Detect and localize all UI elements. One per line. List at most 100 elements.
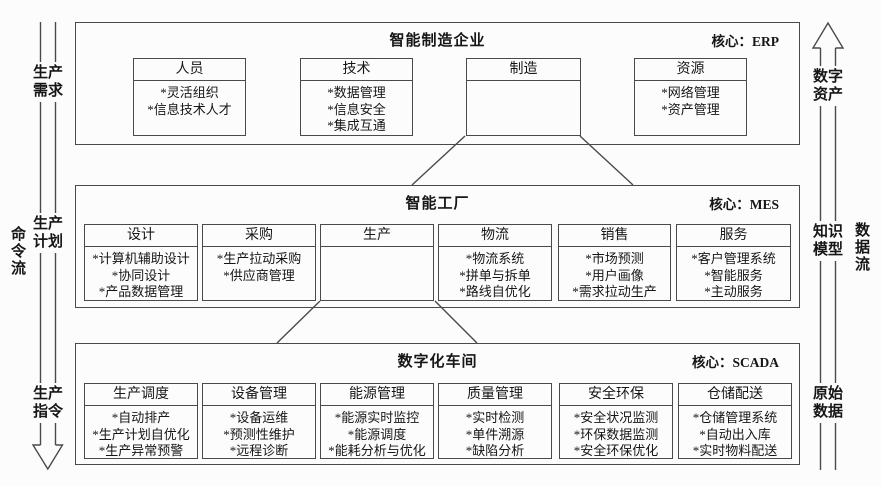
feature-item: *灵活组织 (160, 85, 219, 100)
feature-item: *拼单与拆单 (459, 267, 531, 283)
feature-item: *主动服务 (704, 284, 763, 299)
feature-item: *供应商管理 (223, 267, 295, 283)
feature-item: *自动排产 (111, 410, 171, 425)
tier-digital-workshop-title: 数字化车间 (397, 354, 478, 370)
flow-stage-production-demand: 生产需求 (30, 62, 66, 102)
feature-item: *数据管理 (327, 85, 386, 100)
feature-item: *能耗分析与优化 (328, 443, 426, 458)
box-service-items: *客户管理系统 *智能服务 *主动服务 (677, 247, 790, 301)
data-flow-label: 数据流 (853, 222, 869, 273)
box-logistics: 物流 *物流系统 *拼单与拆单 *路线自优化 (438, 224, 552, 301)
box-technology-items: *数据管理 *信息安全 *集成互通 (301, 81, 412, 135)
feature-item: *实时物料配送 (692, 443, 778, 458)
box-resources-title: 资源 (635, 59, 746, 81)
box-service-title: 服务 (677, 225, 790, 247)
box-design-items: *计算机辅助设计 *协同设计 *产品数据管理 (85, 247, 197, 301)
box-safety-environment: 安全环保 *安全状况监测 *环保数据监测 *安全环保优化 (559, 383, 673, 459)
flow-stage-knowledge-model: 知识模型 (810, 221, 846, 261)
tier-digital-workshop-core-label: 核心：SCADA (691, 355, 779, 370)
flow-stage-raw-data: 原始数据 (810, 383, 846, 423)
feature-item: *计算机辅助设计 (92, 251, 190, 266)
feature-item: *实时检测 (465, 410, 525, 425)
box-safety-environment-title: 安全环保 (560, 384, 672, 406)
box-procurement: 采购 *生产拉动采购 *供应商管理 (202, 224, 316, 301)
box-manufacturing-items (467, 81, 580, 85)
box-production-scheduling-title: 生产调度 (85, 384, 197, 406)
box-sales: 销售 *市场预测 *用户画像 *需求拉动生产 (558, 224, 671, 301)
box-manufacturing-title: 制造 (467, 59, 580, 81)
box-design: 设计 *计算机辅助设计 *协同设计 *产品数据管理 (84, 224, 198, 301)
box-personnel: 人员 *灵活组织 *信息技术人才 (133, 58, 246, 136)
box-technology-title: 技术 (301, 59, 412, 81)
box-quality-management: 质量管理 *实时检测 *单件溯源 *缺陷分析 (438, 383, 552, 459)
box-logistics-title: 物流 (439, 225, 551, 247)
box-quality-management-title: 质量管理 (439, 384, 551, 406)
feature-item: *环保数据监测 (573, 426, 659, 442)
feature-item: *能源调度 (347, 426, 407, 442)
box-resources-items: *网络管理 *资产管理 (635, 81, 746, 118)
feature-item: *客户管理系统 (691, 251, 776, 266)
feature-item: *安全环保优化 (573, 443, 659, 458)
flow-stage-production-order: 生产指令 (30, 383, 66, 423)
feature-item: *产品数据管理 (98, 284, 184, 299)
feature-item: *生产拉动采购 (216, 251, 302, 266)
box-production-scheduling: 生产调度 *自动排产 *生产计划自优化 *生产异常预警 (84, 383, 198, 459)
box-production-items (321, 247, 433, 251)
box-production-scheduling-items: *自动排产 *生产计划自优化 *生产异常预警 (85, 406, 197, 460)
box-service: 服务 *客户管理系统 *智能服务 *主动服务 (676, 224, 791, 301)
feature-item: *信息技术人才 (147, 101, 232, 117)
box-manufacturing: 制造 (466, 58, 581, 136)
feature-item: *集成互通 (327, 118, 386, 133)
tier-enterprise-title: 智能制造企业 (389, 33, 486, 49)
tier-enterprise-core-label: 核心：ERP (711, 34, 780, 49)
box-safety-environment-items: *安全状况监测 *环保数据监测 *安全环保优化 (560, 406, 672, 460)
feature-item: *资产管理 (661, 101, 720, 117)
box-logistics-items: *物流系统 *拼单与拆单 *路线自优化 (439, 247, 551, 301)
box-warehouse-distribution-title: 仓储配送 (679, 384, 791, 406)
feature-item: *远程诊断 (229, 443, 289, 458)
feature-item: *需求拉动生产 (572, 284, 657, 299)
box-production: 生产 (320, 224, 434, 301)
flow-stage-production-plan: 生产计划 (30, 213, 66, 253)
feature-item: *预测性维护 (223, 426, 295, 442)
feature-item: *信息安全 (327, 101, 386, 117)
feature-item: *智能服务 (704, 267, 763, 283)
box-warehouse-distribution-items: *仓储管理系统 *自动出入库 *实时物料配送 (679, 406, 791, 460)
box-equipment-management-title: 设备管理 (203, 384, 315, 406)
tier-smart-factory-core-label: 核心：MES (709, 197, 779, 212)
feature-item: *协同设计 (111, 267, 171, 283)
feature-item: *市场预测 (585, 251, 644, 266)
box-sales-items: *市场预测 *用户画像 *需求拉动生产 (559, 247, 670, 301)
box-design-title: 设计 (85, 225, 197, 247)
feature-item: *自动出入库 (699, 426, 771, 442)
feature-item: *单件溯源 (465, 426, 525, 442)
feature-item: *用户画像 (585, 267, 644, 283)
box-personnel-title: 人员 (134, 59, 245, 81)
box-equipment-management-items: *设备运维 *预测性维护 *远程诊断 (203, 406, 315, 460)
flow-stage-digital-assets: 数字资产 (810, 66, 846, 106)
feature-item: *能源实时监控 (334, 410, 420, 425)
command-flow-label: 命令流 (9, 226, 25, 277)
box-personnel-items: *灵活组织 *信息技术人才 (134, 81, 245, 118)
feature-item: *仓储管理系统 (692, 410, 778, 425)
box-equipment-management: 设备管理 *设备运维 *预测性维护 *远程诊断 (202, 383, 316, 459)
feature-item: *缺陷分析 (465, 443, 525, 458)
box-resources: 资源 *网络管理 *资产管理 (634, 58, 747, 136)
box-sales-title: 销售 (559, 225, 670, 247)
feature-item: *安全状况监测 (573, 410, 659, 425)
box-warehouse-distribution: 仓储配送 *仓储管理系统 *自动出入库 *实时物料配送 (678, 383, 792, 459)
feature-item: *生产异常预警 (98, 443, 184, 458)
box-energy-management-items: *能源实时监控 *能源调度 *能耗分析与优化 (321, 406, 433, 460)
box-procurement-title: 采购 (203, 225, 315, 247)
box-quality-management-items: *实时检测 *单件溯源 *缺陷分析 (439, 406, 551, 460)
box-procurement-items: *生产拉动采购 *供应商管理 (203, 247, 315, 284)
tier-digital-workshop: 数字化车间 核心：SCADA 生产调度 *自动排产 *生产计划自优化 *生产异常… (75, 343, 800, 465)
feature-item: *设备运维 (229, 410, 289, 425)
feature-item: *网络管理 (661, 85, 720, 100)
feature-item: *路线自优化 (459, 284, 531, 299)
box-energy-management: 能源管理 *能源实时监控 *能源调度 *能耗分析与优化 (320, 383, 434, 459)
box-technology: 技术 *数据管理 *信息安全 *集成互通 (300, 58, 413, 136)
feature-item: *物流系统 (465, 251, 525, 266)
box-energy-management-title: 能源管理 (321, 384, 433, 406)
